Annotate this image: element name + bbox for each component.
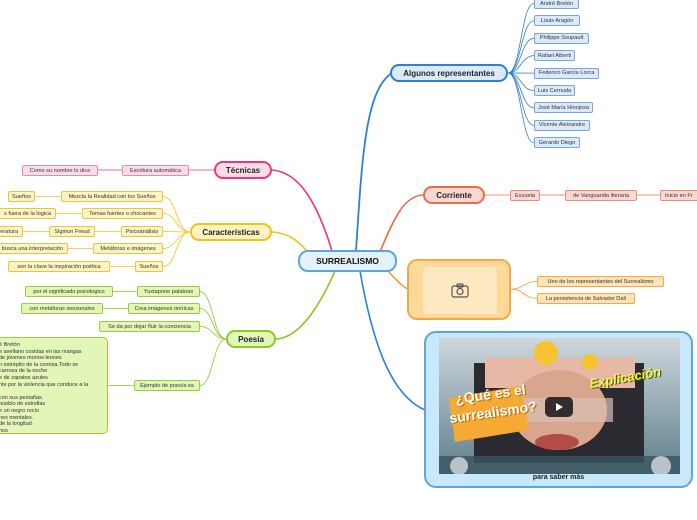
image-placeholder (423, 267, 497, 314)
poesia-significado[interactable]: por el significado psicologico (25, 286, 113, 297)
representante-item[interactable]: Louis Aragón (534, 15, 580, 27)
connector (271, 169, 333, 252)
caract-suenos-2[interactable]: Sueños (135, 261, 163, 272)
topic-video[interactable]: ¿Qué es el surrealismo? Explicación para… (424, 331, 693, 488)
caract-inspiracion[interactable]: son la clave la inspiración poética (8, 261, 110, 272)
connector (507, 20, 535, 74)
connector (199, 291, 227, 340)
corriente-vanguardia[interactable]: de Vanguardia literaria (565, 190, 637, 201)
caract-mezcla[interactable]: Mezcla la Realidad con los Sueños (61, 191, 163, 202)
connector (359, 270, 426, 411)
connector (510, 288, 538, 299)
connector (387, 270, 409, 290)
connector (507, 72, 535, 109)
caract-suenos-1[interactable]: Sueños (8, 191, 35, 202)
connector (199, 308, 227, 340)
connector (507, 72, 535, 144)
connector (199, 338, 227, 386)
caract-freud[interactable]: Sigmun Freud (49, 226, 95, 237)
caract-interpretacion[interactable]: busca una interpretación (0, 243, 68, 254)
topic-corriente[interactable]: Corriente (423, 186, 485, 204)
connector (507, 72, 535, 126)
connector (507, 55, 535, 74)
topic-tecnicas[interactable]: Técnicas (214, 161, 272, 179)
connector (162, 231, 191, 249)
caract-temas[interactable]: Temas fuertes o chocantes (82, 208, 163, 219)
corriente-escuela[interactable]: Escuela (510, 190, 540, 201)
poesia-ejemplo[interactable]: Ejemplo de poesía es (134, 380, 200, 391)
imagen-representante[interactable]: Uno de los representantes del Surrealism… (537, 276, 664, 287)
caract-fuera-logica[interactable]: s fuera de la logica (0, 208, 56, 219)
topic-poesia[interactable]: Poesía (226, 330, 276, 348)
corriente-inicio[interactable]: Inicio en Fr (660, 190, 697, 201)
play-icon (556, 403, 563, 411)
connector (162, 196, 191, 233)
central-topic[interactable]: SURREALISMO (298, 250, 397, 272)
play-button[interactable] (545, 397, 573, 417)
representante-item[interactable]: Vicente Aleixandre (534, 119, 590, 131)
connector (510, 281, 538, 290)
poesia-fluir-conciencia[interactable]: Se da por dejar fluir la conciencia (99, 321, 200, 332)
representante-item[interactable]: André Bretón (534, 0, 579, 9)
representante-item[interactable]: Rafael Alberti (534, 50, 575, 62)
video-label: para saber más (532, 474, 585, 481)
representante-item[interactable]: Federico García Lorca (534, 67, 599, 79)
caract-metaforas[interactable]: Metáforas e imágenes (93, 243, 163, 254)
tecnicas-como-su-nombre[interactable]: Como su nombre lo dice (22, 165, 98, 176)
representante-item[interactable]: Luis Cernuda (534, 85, 575, 96)
connector (379, 194, 424, 253)
tecnicas-escritura-automatica[interactable]: Escritura automática (122, 165, 189, 176)
topic-representantes[interactable]: Algunos representantes (390, 64, 508, 82)
poesia-imagenes-oniricas[interactable]: Crea imágenes oníricas (128, 303, 200, 314)
representante-item[interactable]: Gerardo Diego (534, 137, 580, 149)
connector (199, 326, 227, 340)
caract-literatura[interactable]: eratura (0, 226, 23, 237)
representante-item[interactable]: Philippe Soupault (534, 32, 589, 44)
caract-psicoanalisis[interactable]: Psicoanálisis (121, 226, 163, 237)
camera-icon (451, 283, 469, 298)
connector (507, 3, 535, 74)
poesia-yuxtapone[interactable]: Yuxtapone palabras (137, 286, 200, 297)
poem-example-text: é Bretón e avellano cosidas en las manga… (0, 337, 108, 434)
video-thumbnail[interactable]: ¿Qué es el surrealismo? Explicación (439, 338, 680, 474)
connector (275, 270, 336, 340)
connector (355, 72, 393, 252)
poesia-metaforas-sensoriales[interactable]: con metáforas sensoriales (21, 303, 103, 314)
imagen-persistencia[interactable]: La persistencia de Salvador Dalí (537, 293, 635, 304)
connector (507, 37, 535, 74)
connector (162, 213, 191, 233)
representante-item[interactable]: José María Hinojosa (534, 102, 593, 114)
topic-caracteristicas[interactable]: Características (190, 223, 272, 241)
connector (162, 231, 191, 267)
topic-image[interactable] (407, 259, 511, 320)
